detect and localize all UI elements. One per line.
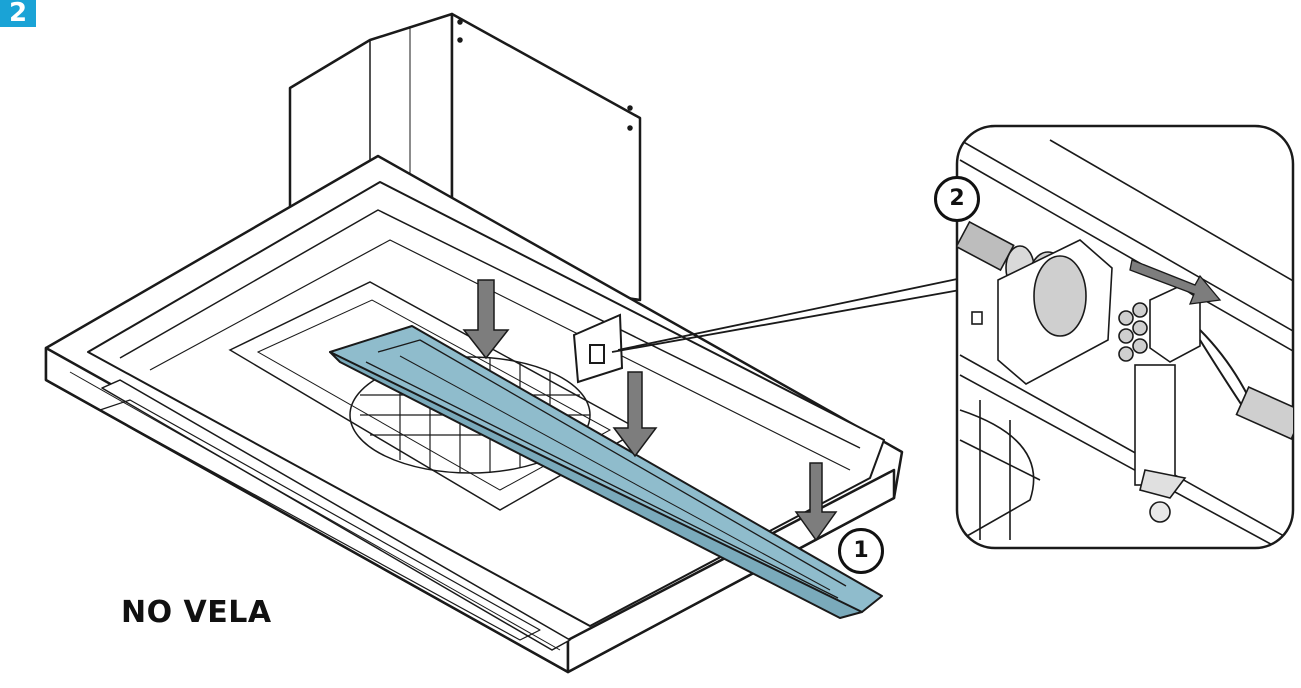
- control-box: [572, 313, 624, 384]
- callout-2: 2: [934, 176, 980, 222]
- arrow-down-icon: [462, 279, 838, 542]
- arrow-right-icon: [1129, 259, 1222, 305]
- cover-panel: [329, 325, 883, 619]
- callout-1: 1: [838, 528, 884, 574]
- step-number-badge: 2: [0, 0, 36, 27]
- caption-text: NO VELA: [121, 595, 272, 630]
- inset-detail: [955, 124, 1295, 550]
- leader-lines: [611, 277, 963, 353]
